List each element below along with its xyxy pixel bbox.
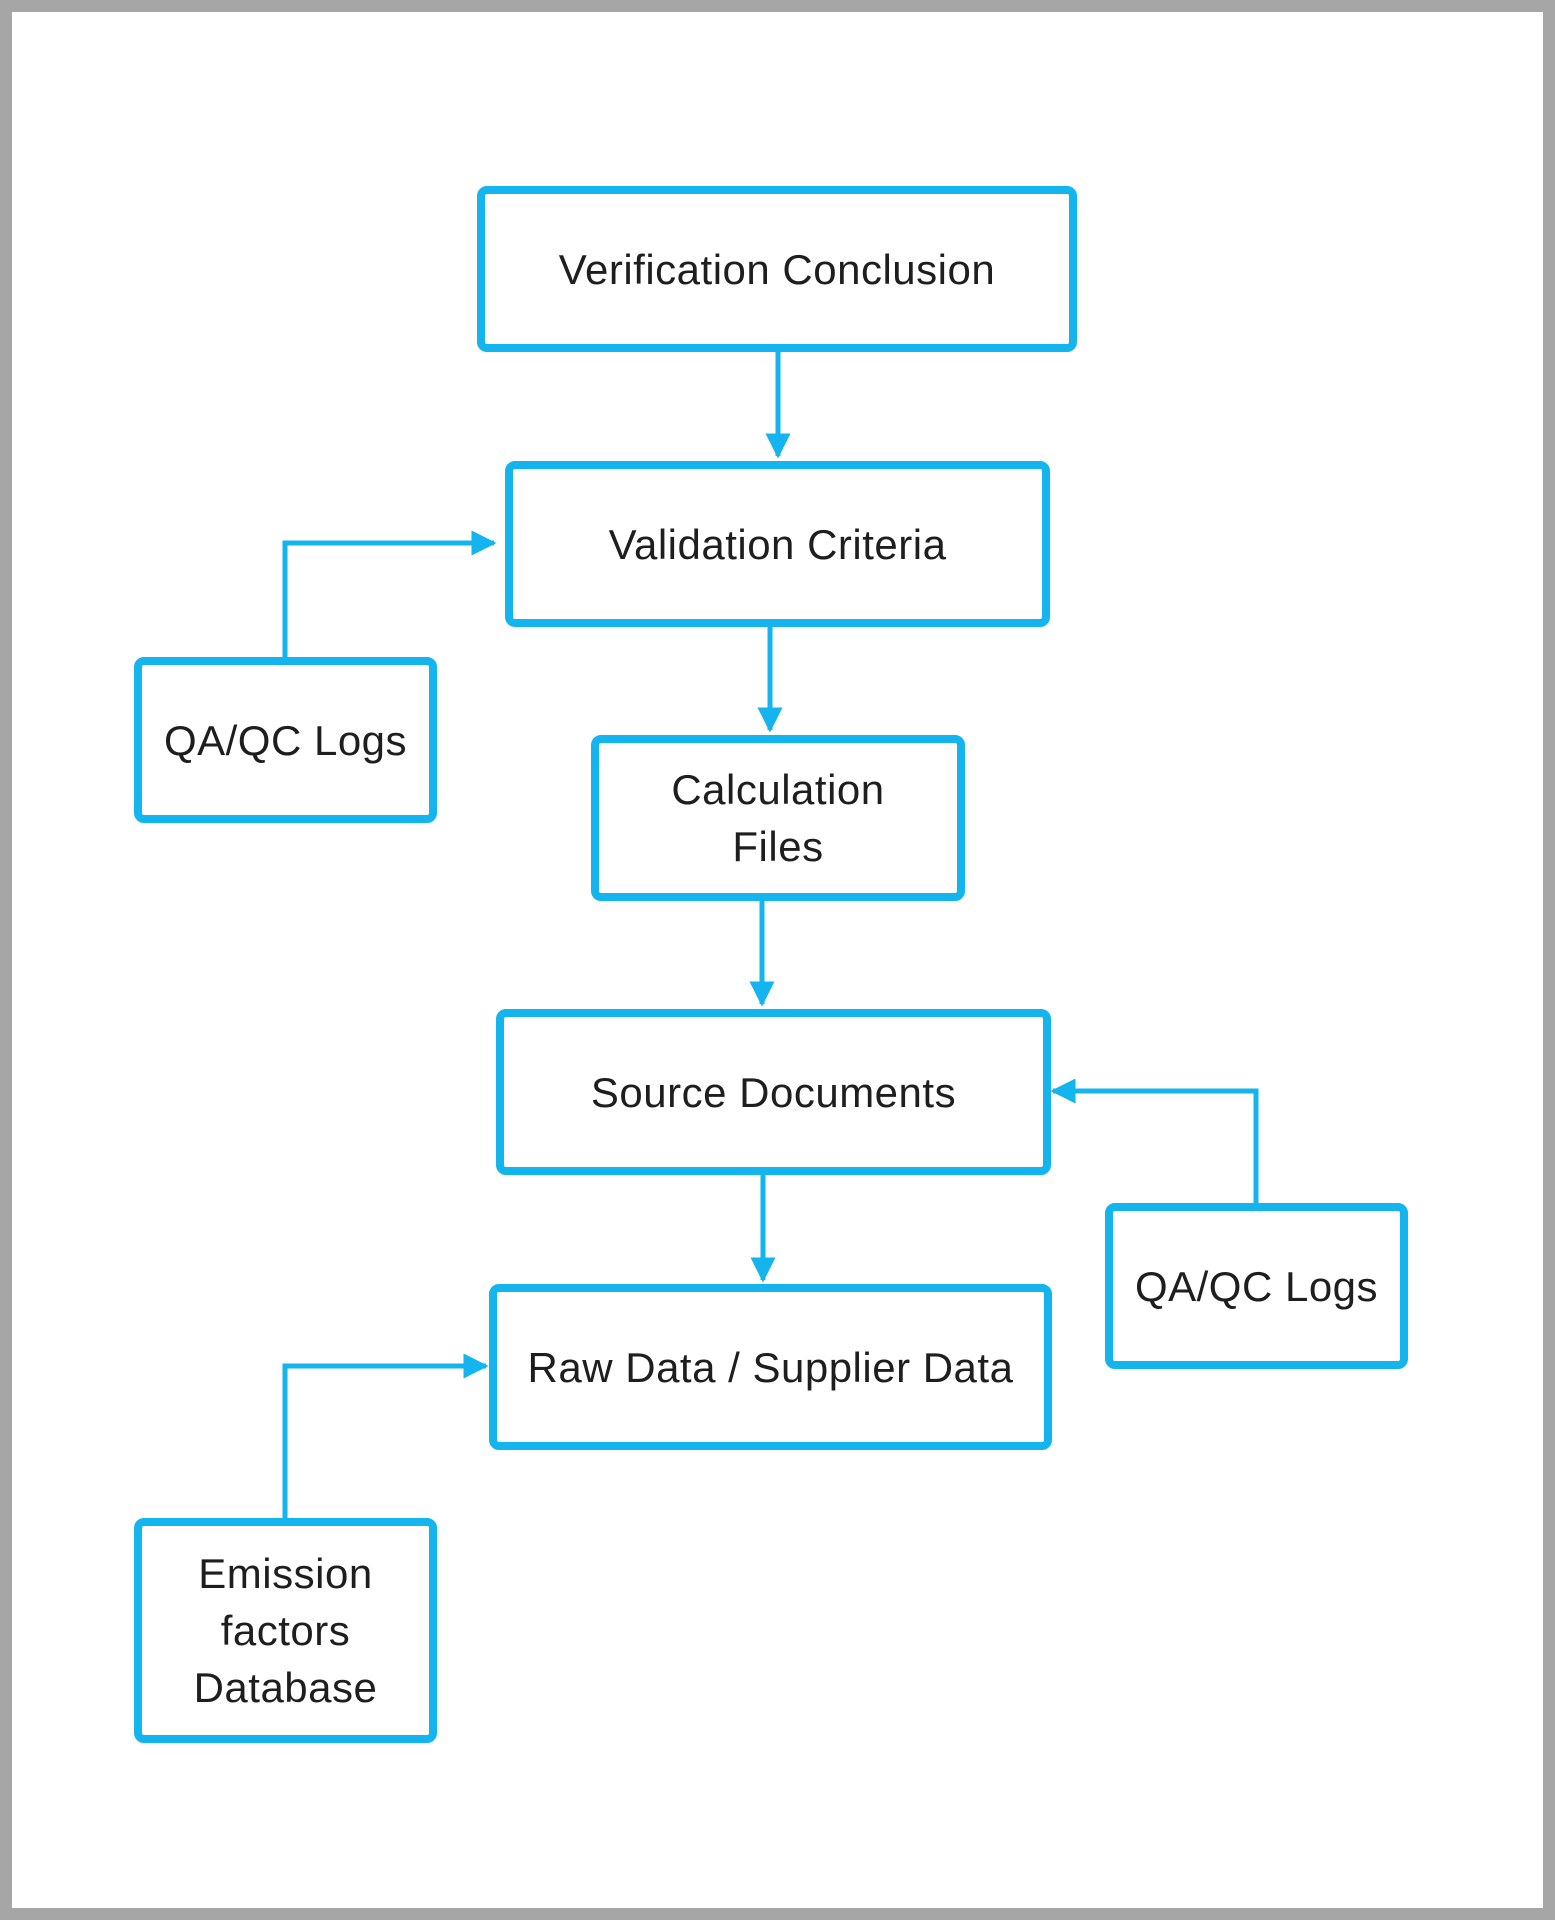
node-calculation-files: Calculation Files xyxy=(591,735,965,901)
node-validation-criteria: Validation Criteria xyxy=(505,461,1050,627)
node-source-documents: Source Documents xyxy=(496,1009,1051,1175)
node-label: QA/QC Logs xyxy=(163,716,408,764)
node-label: Source Documents xyxy=(590,1068,957,1116)
node-label: Verification Conclusion xyxy=(558,245,996,293)
node-label: QA/QC Logs xyxy=(1134,1262,1379,1310)
node-label: Raw Data / Supplier Data xyxy=(527,1343,1014,1391)
node-label: Emission factors Database xyxy=(193,1550,378,1711)
node-qaqc-logs-left: QA/QC Logs xyxy=(134,657,437,823)
node-emission-factors-database: Emission factors Database xyxy=(134,1518,437,1743)
node-label: Calculation Files xyxy=(671,766,885,870)
node-verification-conclusion: Verification Conclusion xyxy=(477,186,1077,352)
edge-emission-to-raw xyxy=(282,1353,489,1518)
node-qaqc-logs-right: QA/QC Logs xyxy=(1105,1203,1408,1369)
node-raw-supplier-data: Raw Data / Supplier Data xyxy=(489,1284,1052,1450)
edge-qaqc-left-to-validation xyxy=(282,530,497,657)
edge-qaqc-right-to-source xyxy=(1050,1078,1259,1203)
node-label: Validation Criteria xyxy=(608,520,947,568)
